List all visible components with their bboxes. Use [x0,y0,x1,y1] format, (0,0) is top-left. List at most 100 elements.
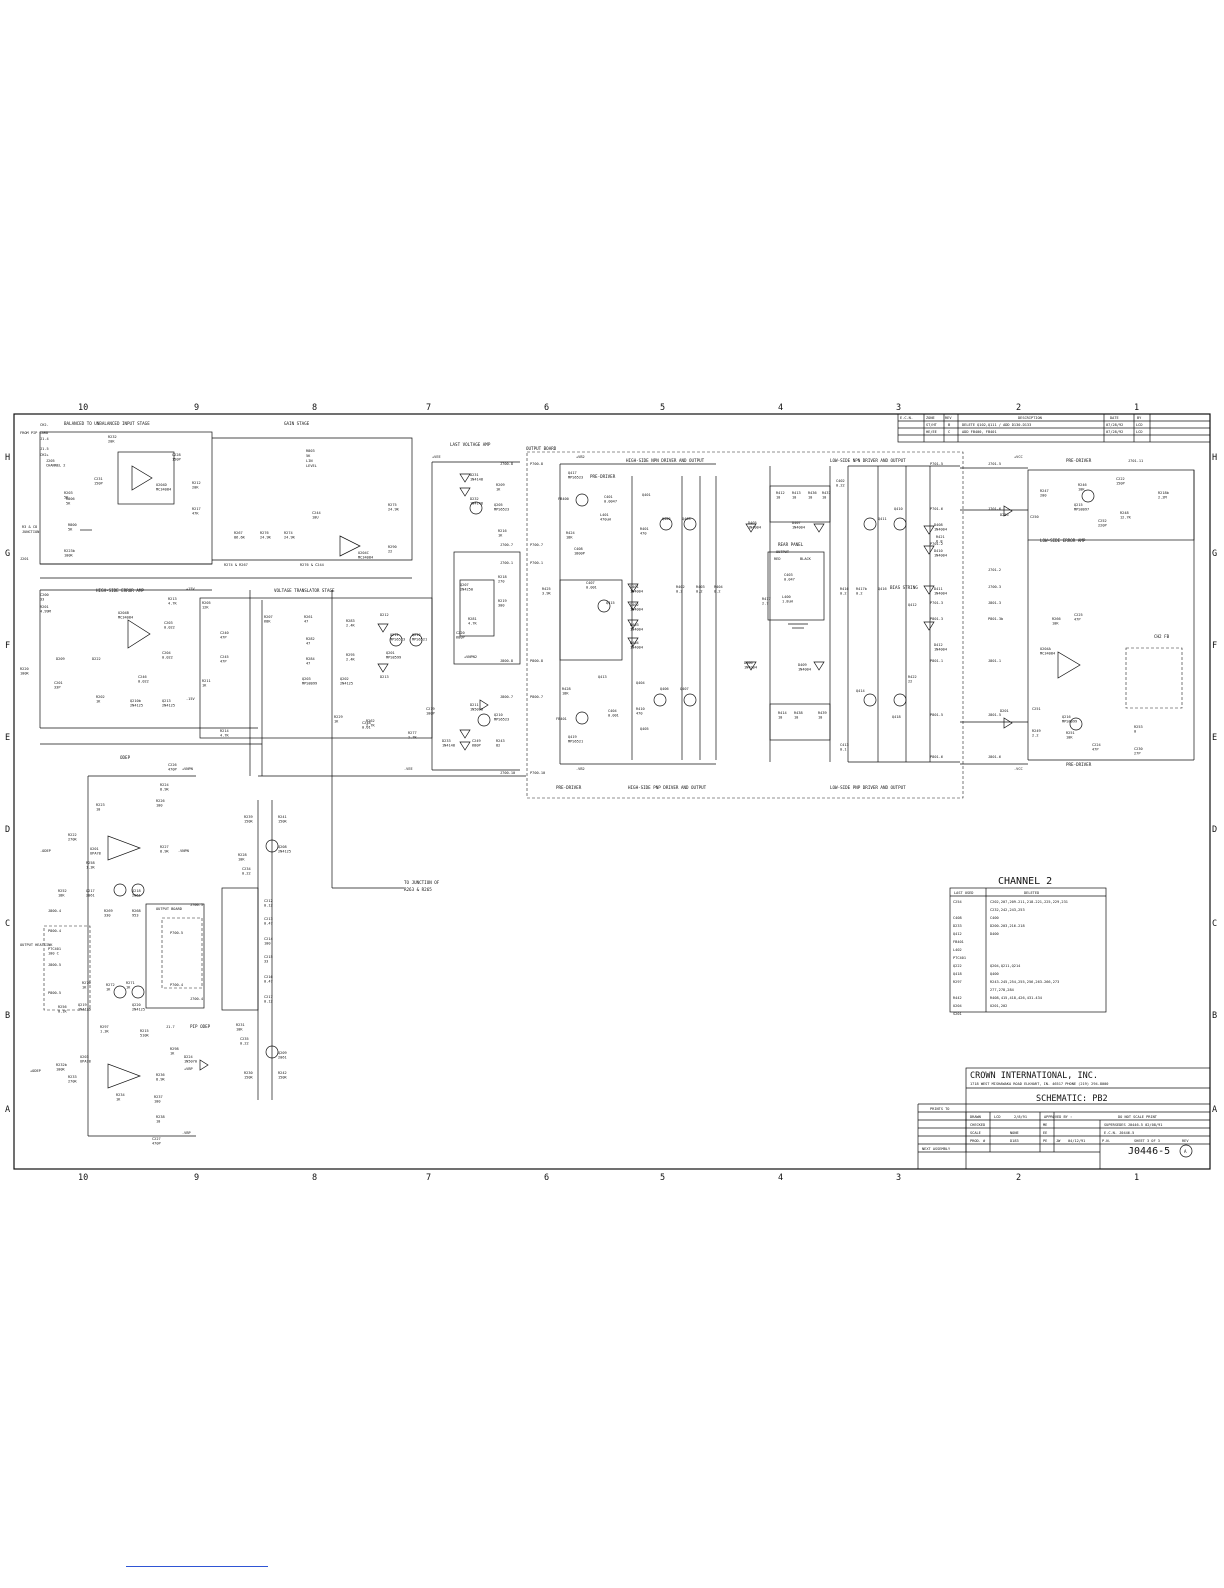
component-value: 10K [236,1028,243,1032]
component-value: 2N4125 [78,1008,91,1012]
label-to-junction: TO JUNCTION OF [404,880,440,885]
component-value: 100K [20,672,29,676]
component-value: 47P [220,636,227,640]
component-ref: Q407 [680,687,689,691]
component-ref: C203 [164,621,173,625]
label-ls-error-amp: LOW-SIDE ERROR AMP [1040,538,1086,543]
component-ref: C213 [264,917,273,921]
component-ref: R207 [264,615,273,619]
rev-header-rev: REV [945,416,952,420]
pe-date: 04/12/91 [1068,1139,1085,1143]
component-value: MPS6523 [390,638,405,642]
company-address: 1718 WEST MISHAWAKA ROAD ELKHART, IN. 46… [970,1082,1108,1086]
component-value: MC34084 [156,488,171,492]
component-value: 0.2 [840,592,847,596]
component-value: 4.99M [40,610,52,614]
component-ref: C251 [1032,707,1041,711]
component-value: 5K [66,502,71,506]
component-value: 1K [170,1052,175,1056]
component-ref: Q212 [412,633,421,637]
component-ref: C234 [242,867,251,871]
component-ref: Q410 [894,507,903,511]
component-value: 6.8 [936,540,943,544]
component-ref: R223b [64,549,75,553]
component-ref: D212 [380,613,389,617]
component-ref: R425 [542,587,551,591]
component-value: 0 [1134,730,1136,734]
rev2-zone: HE/EE [926,430,937,434]
component-ref: Q207 [460,583,469,587]
component-value: MPS8099 [302,682,317,686]
prod-label: PROD. # [970,1139,986,1143]
component-ref: C200 [40,593,49,597]
component-value: 22 [908,680,912,684]
component-value: 47 [306,662,310,666]
component-ref: U204A [1040,647,1052,651]
level-name: LEVEL [306,464,317,468]
channel-row-deleted: D200-203,216-218 [990,924,1025,928]
component-ref: R209 [496,483,505,487]
component-value: 1N4004 [748,526,761,530]
component-value: 680P [456,636,465,640]
component-value: 22 [388,550,392,554]
component-value: 0.47 [264,980,273,984]
component-ref: R269 [104,909,113,913]
component-ref: FB400 [558,497,569,501]
component-ref: D222 [92,657,101,661]
net-label: +VCC [1014,455,1023,459]
net-label: -VEE [404,767,413,771]
component-ref: R218 [498,575,507,579]
net-label: -VNPN [178,849,189,853]
net-label: J801-3 [988,601,1001,605]
channel-row-last: Q412 [953,932,962,936]
component-ref: R218b [1158,491,1169,495]
zone-col-bottom: 9 [194,1173,199,1183]
component-value: 1N4004 [744,666,757,670]
rev-header-desc: DESCRIPTION [1018,416,1042,420]
component-value: 8.9K [160,850,169,854]
net-label: P801-5 [930,713,943,717]
scale-value: NONE [1010,1131,1019,1135]
component-ref: Q211 [390,633,399,637]
component-ref: C216 [264,975,273,979]
component-ref: C235 [240,1037,249,1041]
component-ref: R404 [714,585,723,589]
component-ref: Q213 [162,699,171,703]
component-ref: C224 [1092,743,1101,747]
component-value: 1N4004 [630,646,643,650]
net-label: +VEE [432,455,441,459]
prod-value: D183 [1010,1139,1019,1143]
component-value: 8.9K [156,1078,165,1082]
component-ref: R227 [160,845,169,849]
net-label: P701-3 [930,601,943,605]
component-ref: C245 [220,655,229,659]
component-ref: D406 [744,661,753,665]
component-value: 10U [312,516,319,520]
channel-row-last: C408 [953,916,962,920]
component-value: 1.3K [100,1030,109,1034]
component-ref: R267 [234,531,243,535]
component-ref: R246 [1078,483,1087,487]
component-ref: Q402 [662,517,671,521]
component-value: 0.001 [608,714,619,718]
component-value: 1N4148 [470,478,483,482]
component-value: MPS6521 [568,740,583,744]
component-ref: R222 [68,833,77,837]
net-label: P700-5 [170,931,183,935]
component-ref: C407 [586,581,595,585]
component-ref: C204 [162,651,171,655]
label-ls-npn: LOW-SIDE NPN DRIVER AND OUTPUT [830,458,906,463]
component-ref: U201 [90,847,99,851]
net-label: P700-4 [170,983,183,987]
component-ref: R220 [20,667,29,671]
component-ref: R215 [140,1029,149,1033]
component-value: 12K [202,606,209,610]
component-ref: R228 [238,853,247,857]
component-ref: Q215 [1074,503,1083,507]
component-value: 47P [1092,748,1099,752]
label-pre-driver-right: PRE-DRIVER [1066,458,1092,463]
channel-row-last: C254 [953,900,962,904]
component-value: 1N5070 [470,708,483,712]
label-balanced-stage: BALANCED TO UNBALANCED INPUT STAGE [64,421,150,426]
net-label: CH2+ [40,453,49,457]
